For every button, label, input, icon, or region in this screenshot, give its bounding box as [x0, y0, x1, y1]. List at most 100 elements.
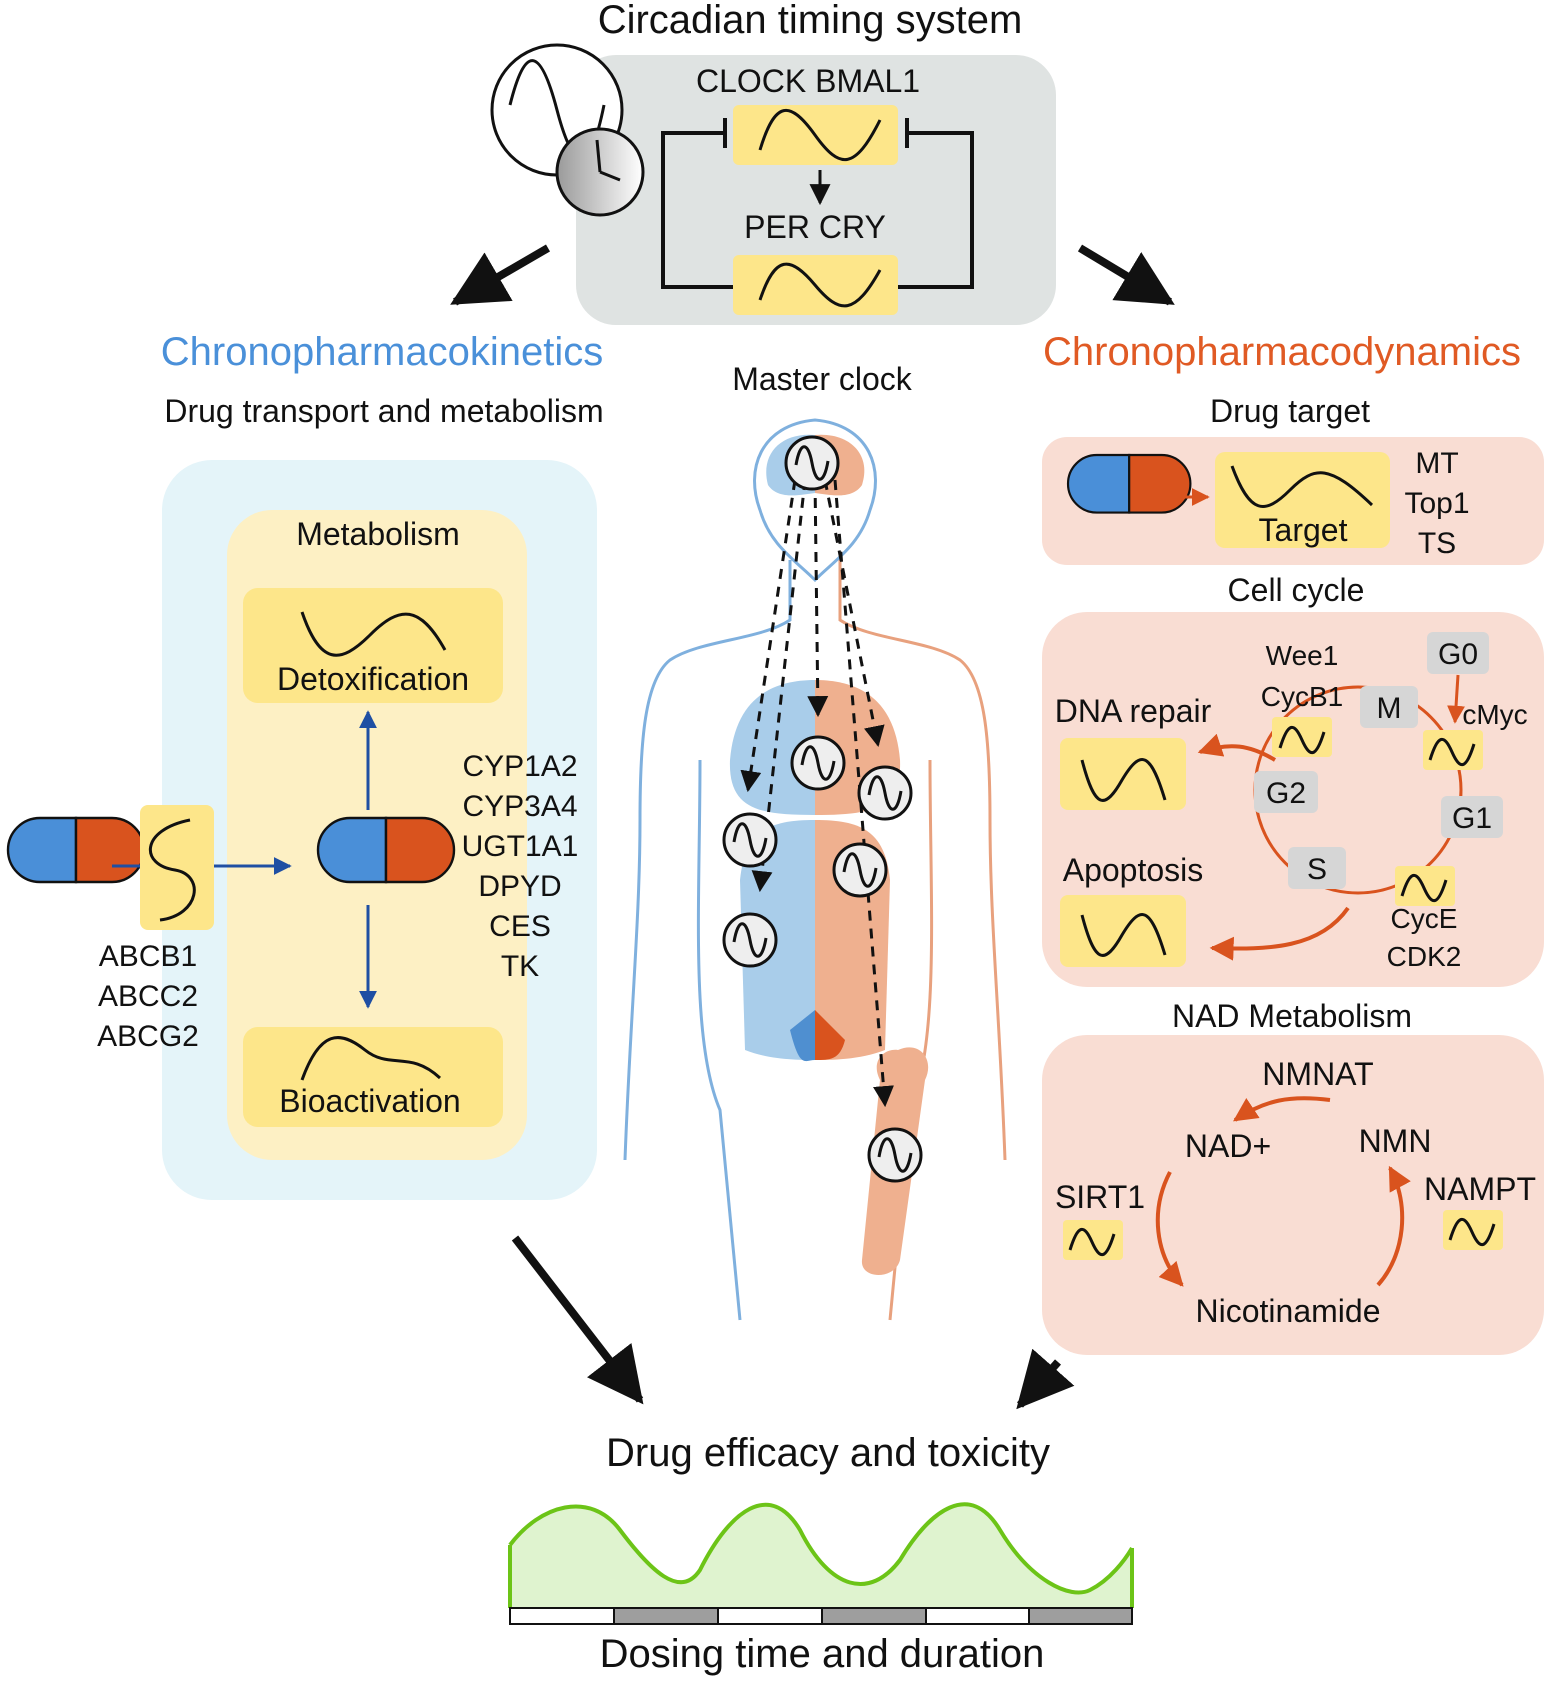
phase-s-label: S: [1307, 853, 1327, 886]
efficacy-title: Drug efficacy and toxicity: [606, 1431, 1050, 1475]
enzyme-gene: CYP1A2: [462, 750, 577, 783]
nampt-label: NAMPT: [1424, 1171, 1536, 1207]
phase-g2-label: G2: [1266, 777, 1306, 810]
pk-heading: Chronopharmacokinetics: [161, 330, 603, 374]
organ-oscillator-icon: [832, 842, 888, 898]
transporter-gene: ABCC2: [98, 980, 198, 1013]
bioact-box: [243, 1027, 503, 1127]
circadian-title: Circadian timing system: [598, 0, 1023, 42]
clock-bmal1-wave-icon: [758, 108, 882, 162]
phase-g1-label: G1: [1452, 802, 1492, 835]
phase-g0-badge: [1427, 632, 1489, 674]
enzyme-gene: CES: [489, 910, 551, 943]
phase-m-label: M: [1377, 692, 1402, 725]
g2-to-dna-repair-arrow: [1197, 733, 1277, 762]
metabolism-title: Metabolism: [296, 516, 460, 552]
phase-g0-label: G0: [1438, 638, 1478, 671]
inhibition-bracket-left: [661, 131, 733, 289]
nad-plus-label: NAD+: [1185, 1128, 1271, 1164]
clock-bmal1-label: CLOCK BMAL1: [696, 63, 920, 99]
nad-title: NAD Metabolism: [1172, 998, 1412, 1034]
sirt1-label: SIRT1: [1055, 1179, 1145, 1215]
bioact-label: Bioactivation: [279, 1083, 460, 1119]
nmn-to-nad-arrow: [1233, 1096, 1331, 1122]
detox-label: Detoxification: [277, 661, 469, 697]
bone-oscillator-icon: [867, 1127, 923, 1183]
sirt1-wave-icon: [1068, 1228, 1116, 1256]
cell-cycle-phases: G0 M G1 S G2: [1254, 632, 1503, 889]
organ-oscillator-icon: [722, 812, 778, 868]
clock-icon: [490, 43, 645, 217]
cdk2-label: CDK2: [1387, 941, 1462, 972]
arrow-pk-to-efficacy: [511, 1235, 644, 1405]
enzyme-gene: TK: [501, 950, 539, 983]
enzyme-gene-list: CYP1A2 CYP3A4 UGT1A1 DPYD CES TK: [462, 750, 579, 983]
bioact-wave-icon: [300, 1036, 442, 1081]
target-item: Top1: [1404, 487, 1469, 520]
pk-subheading: Drug transport and metabolism: [164, 393, 603, 429]
human-body-figure: [623, 418, 1007, 1321]
arrow-pd-to-efficacy: [1016, 1348, 1075, 1410]
apoptosis-wave-icon: [1080, 913, 1167, 957]
dosing-title: Dosing time and duration: [600, 1632, 1045, 1676]
cmyc-wave-icon: [1428, 738, 1476, 766]
cycb1-label: CycB1: [1261, 681, 1343, 712]
target-label: Target: [1259, 512, 1348, 548]
dna-repair-wave-icon: [1080, 758, 1167, 802]
nad-to-nicotinamide-arrow: [1155, 1171, 1184, 1287]
transporter-sigmoid-icon: [149, 818, 196, 922]
transporter-gene-list: ABCB1 ABCC2 ABCG2: [97, 940, 199, 1053]
cyce-wave-icon: [1400, 874, 1448, 902]
enzyme-gene: CYP3A4: [462, 790, 577, 823]
nicotinamide-to-nmn-arrow: [1376, 1165, 1411, 1287]
enzyme-gene: DPYD: [478, 870, 561, 903]
cell-cycle-title: Cell cycle: [1228, 572, 1365, 608]
enzyme-gene: UGT1A1: [462, 830, 579, 863]
drug-target-title: Drug target: [1210, 393, 1370, 429]
transporter-gene: ABCB1: [99, 940, 197, 973]
drug-pill-target-icon: [1066, 453, 1192, 514]
cmyc-label: cMyc: [1462, 699, 1527, 730]
per-cry-label: PER CRY: [744, 209, 886, 245]
phase-m-badge: [1360, 686, 1418, 728]
organ-oscillator-icon: [857, 765, 913, 821]
efficacy-curve-line: [508, 1502, 1134, 1595]
drug-pill-inside-icon: [316, 816, 456, 884]
apoptosis-label: Apoptosis: [1063, 852, 1204, 888]
target-wave-icon: [1230, 465, 1374, 508]
wee1-label: Wee1: [1266, 640, 1339, 671]
arrow-to-pk: [450, 244, 551, 306]
phase-g2-badge: [1254, 771, 1318, 813]
g0-to-g1-arrow: [1447, 674, 1466, 724]
per-cry-wave-icon: [758, 262, 882, 308]
light-dark-timeline-bar: [509, 1607, 1133, 1625]
target-box: [1215, 452, 1390, 548]
inhibition-bracket-right: [898, 131, 974, 289]
organ-oscillator-icon: [790, 735, 846, 791]
transporter-gene: ABCG2: [97, 1020, 199, 1053]
target-item: MT: [1415, 447, 1458, 480]
master-clock-label: Master clock: [732, 361, 913, 397]
dna-repair-box: [1060, 738, 1186, 810]
phase-s-badge: [1288, 847, 1346, 889]
organ-oscillator-icon: [722, 912, 778, 968]
brain-oscillator-icon: [784, 435, 840, 491]
pd-heading: Chronopharmacodynamics: [1043, 330, 1521, 374]
cycb1-wave-icon: [1278, 726, 1326, 754]
transporter-box: [140, 805, 214, 930]
efficacy-curve-area: [510, 1504, 1132, 1608]
drug-pill-outside-icon: [6, 816, 146, 884]
to-apoptosis-arrow: [1209, 906, 1350, 961]
detox-wave-icon: [300, 611, 447, 657]
target-item: TS: [1418, 527, 1456, 560]
arrow-to-pd: [1077, 244, 1175, 306]
cyce-label: CycE: [1391, 903, 1458, 934]
target-list: MT Top1 TS: [1404, 447, 1469, 560]
dna-repair-label: DNA repair: [1055, 693, 1212, 729]
nicotinamide-label: Nicotinamide: [1196, 1293, 1381, 1329]
phase-g1-badge: [1441, 796, 1503, 838]
nmn-label: NMN: [1359, 1123, 1432, 1159]
nampt-wave-icon: [1448, 1218, 1496, 1246]
